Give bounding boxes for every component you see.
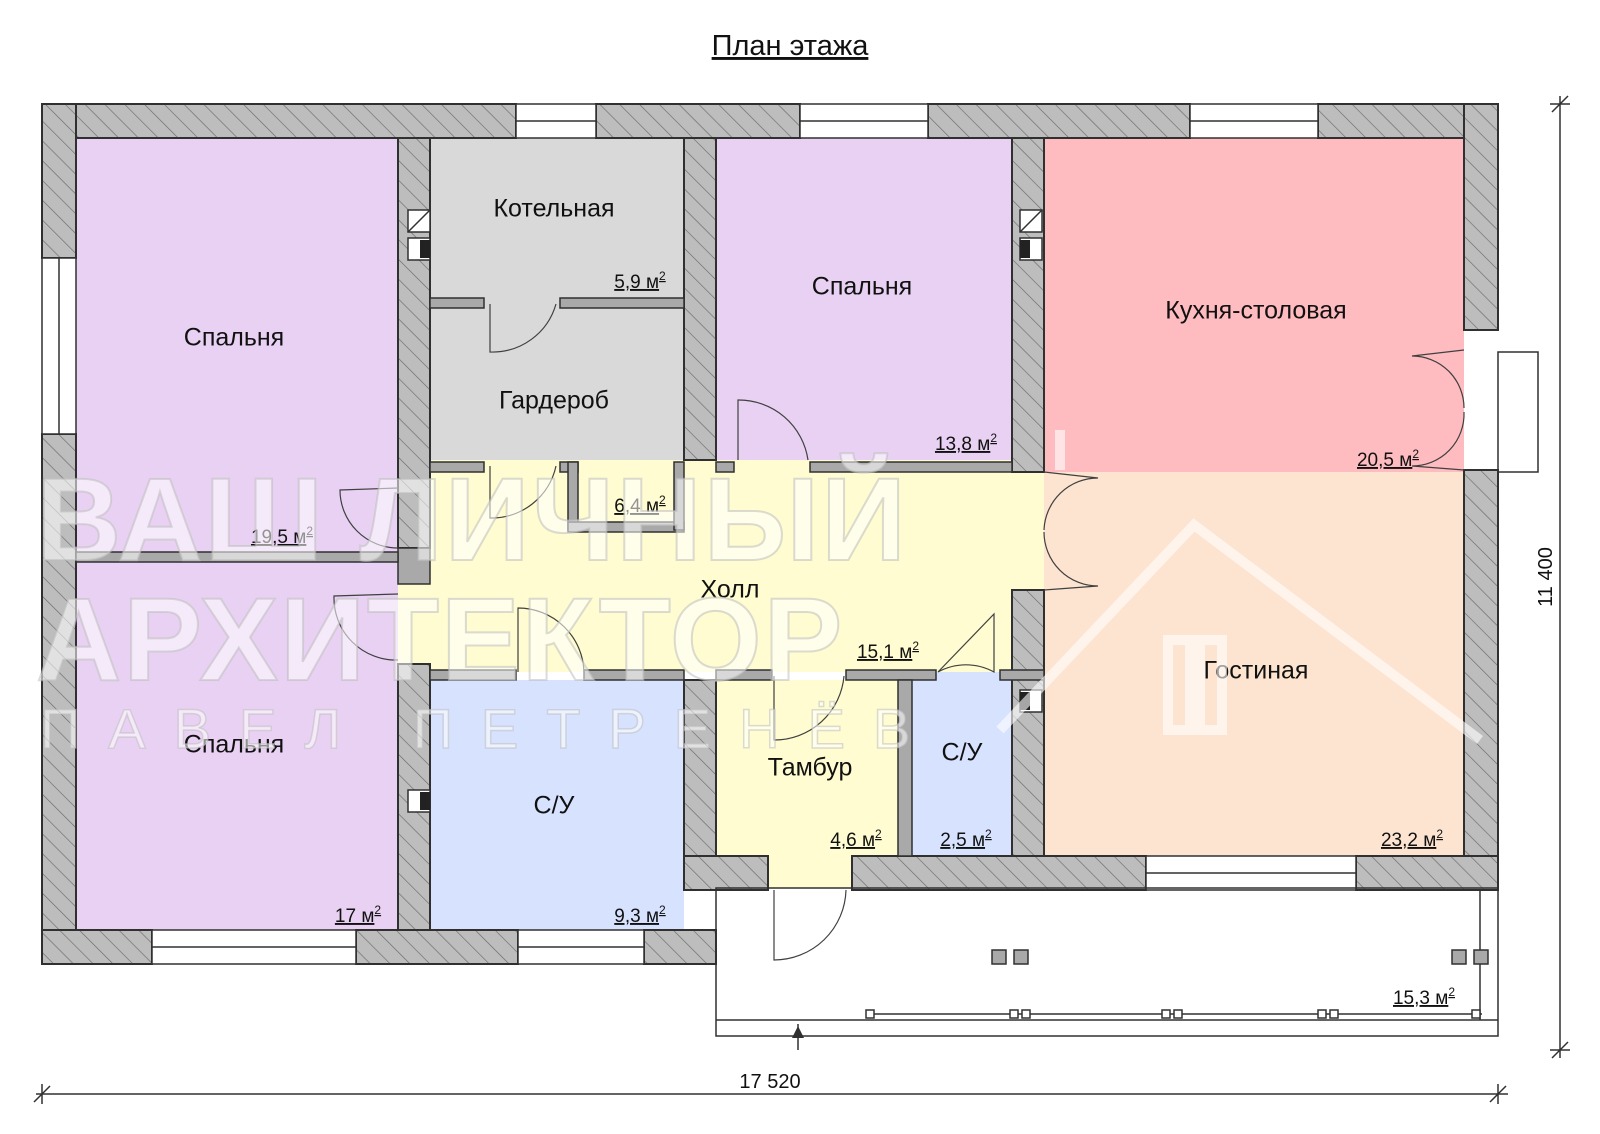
room-area-bedroom-top-mid: 13,8 м2 xyxy=(935,431,997,455)
room-area-terrace: 15,3 м2 xyxy=(1393,985,1455,1009)
room-area-bedroom-bottom-left: 17 м2 xyxy=(335,903,381,927)
room-label-bedroom-bottom-left: Спальня xyxy=(184,731,284,759)
room-area-boiler: 5,9 м2 xyxy=(614,269,666,293)
outer-walls xyxy=(41,103,1499,965)
watermark-line-2: АРХИТЕКТОР xyxy=(36,574,844,706)
room-fill-hall xyxy=(398,460,1044,672)
room-label-wardrobe: Гардероб xyxy=(499,387,609,415)
plan-title: План этажа xyxy=(712,30,870,62)
room-fill-living xyxy=(1044,472,1464,856)
room-label-vestibule: Тамбур xyxy=(768,754,853,782)
dimension-height-label: 11 400 xyxy=(1535,547,1557,607)
watermark-house-logo xyxy=(996,430,1484,744)
terrace xyxy=(715,351,1539,1050)
dimension-width xyxy=(33,1084,1508,1104)
room-fill-bedroom-bottom-left xyxy=(76,556,398,930)
room-fill-bedroom-top-left xyxy=(76,138,398,556)
room-area-bathroom-big: 9,3 м2 xyxy=(614,903,666,927)
room-label-bathroom-small: С/У xyxy=(942,739,983,767)
room-label-bedroom-top-mid: Спальня xyxy=(812,273,912,301)
room-label-bathroom-big: С/У xyxy=(534,792,575,820)
room-area-wardrobe: 6,4 м2 xyxy=(614,493,666,517)
room-label-hall: Холл xyxy=(701,576,760,604)
room-area-hall: 15,1 м2 xyxy=(857,639,919,663)
watermark-line-3: ПАВЕЛ ПЕТРЕНЁВ xyxy=(40,697,938,760)
room-fill-bedroom-top-mid xyxy=(716,138,1012,460)
room-label-boiler: Котельная xyxy=(493,195,614,223)
room-fill-wardrobe xyxy=(430,304,684,460)
room-area-living: 23,2 м2 xyxy=(1381,827,1443,851)
doors xyxy=(333,303,1465,961)
dimension-height xyxy=(1550,95,1570,1059)
room-label-kitchen: Кухня-столовая xyxy=(1165,297,1346,325)
room-fill-bathroom-big xyxy=(430,680,684,930)
room-area-bathroom-small: 2,5 м2 xyxy=(940,827,992,851)
interior-walls xyxy=(397,137,1045,931)
room-fill-bathroom-small xyxy=(912,672,1012,856)
room-area-vestibule: 4,6 м2 xyxy=(830,827,882,851)
watermark: ВАШ ЛИЧНЫЙ АРХИТЕКТОР ПАВЕЛ ПЕТРЕНЁВ xyxy=(35,430,1484,761)
dimension-width-label: 17 520 xyxy=(739,1071,800,1093)
partitions xyxy=(75,297,1045,857)
watermark-line-1: ВАШ ЛИЧНЫЙ xyxy=(36,452,908,586)
room-label-bedroom-top-left: Спальня xyxy=(184,324,284,352)
windows xyxy=(41,103,1357,965)
room-area-kitchen: 20,5 м2 xyxy=(1357,447,1419,471)
room-fill-boiler xyxy=(430,138,684,304)
room-area-bedroom-top-left: 19,5 м2 xyxy=(251,524,313,548)
room-fill-kitchen xyxy=(1044,138,1464,472)
room-fill-vestibule xyxy=(716,680,906,888)
